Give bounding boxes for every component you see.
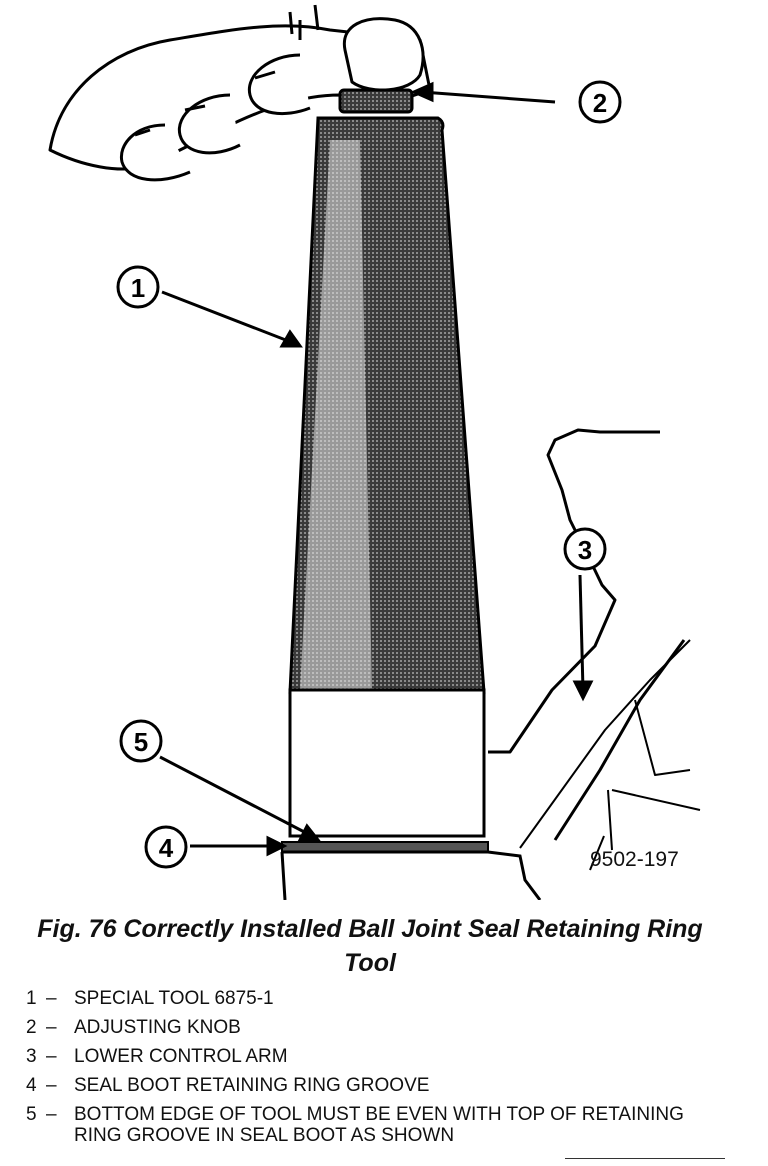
legend-text: SEAL BOOT RETAINING RING GROOVE bbox=[74, 1075, 430, 1096]
legend-number: 2 bbox=[26, 1017, 37, 1038]
seal-boot bbox=[280, 850, 542, 900]
callout-circle-2 bbox=[578, 80, 622, 124]
divider-rule bbox=[565, 1158, 725, 1159]
legend-list: 1 – SPECIAL TOOL 6875-1 2 – ADJUSTING KN… bbox=[26, 988, 714, 1154]
callout-circle-5 bbox=[119, 719, 163, 763]
diagram-illustration: 1 2 3 4 5 bbox=[48, 4, 701, 900]
tool-highlight bbox=[300, 140, 372, 690]
legend-text: SPECIAL TOOL 6875-1 bbox=[74, 988, 274, 1009]
lower-control-arm-drawing bbox=[488, 428, 701, 871]
legend-number: 1 bbox=[26, 988, 37, 1009]
figure-caption: Fig. 76 Correctly Installed Ball Joint S… bbox=[37, 915, 703, 977]
adjusting-knob bbox=[338, 88, 414, 114]
legend-separator: – bbox=[46, 1104, 57, 1125]
tool-lower-band bbox=[288, 688, 486, 838]
leader-lines bbox=[159, 81, 594, 857]
callout-circle-1 bbox=[116, 265, 160, 309]
callout-circle-3 bbox=[563, 527, 607, 571]
legend-item: 2 – ADJUSTING KNOB bbox=[26, 1017, 714, 1038]
legend-separator: – bbox=[46, 988, 57, 1009]
legend-separator: – bbox=[46, 1046, 57, 1067]
legend-text: ADJUSTING KNOB bbox=[74, 1017, 241, 1038]
legend-number: 3 bbox=[26, 1046, 37, 1067]
figure-code: 9502-197 bbox=[590, 848, 679, 871]
callout-label-4: 4 bbox=[159, 833, 174, 863]
legend-text: BOTTOM EDGE OF TOOL MUST BE EVEN WITH TO… bbox=[74, 1104, 684, 1146]
legend-separator: – bbox=[46, 1017, 57, 1038]
hand-drawing bbox=[48, 4, 432, 182]
legend-separator: – bbox=[46, 1075, 57, 1096]
legend-item: 4 – SEAL BOOT RETAINING RING GROOVE bbox=[26, 1075, 714, 1096]
legend-text: LOWER CONTROL ARM bbox=[74, 1046, 288, 1067]
callout-circle-4 bbox=[144, 825, 188, 869]
legend-item: 1 – SPECIAL TOOL 6875-1 bbox=[26, 988, 714, 1009]
callout-label-3: 3 bbox=[578, 535, 592, 565]
legend-number: 5 bbox=[26, 1104, 37, 1125]
legend-item: 5 – BOTTOM EDGE OF TOOL MUST BE EVEN WIT… bbox=[26, 1104, 714, 1146]
legend-item: 3 – LOWER CONTROL ARM bbox=[26, 1046, 714, 1067]
callout-label-2: 2 bbox=[593, 88, 607, 118]
callout-label-5: 5 bbox=[134, 727, 148, 757]
callout-label-1: 1 bbox=[131, 273, 145, 303]
legend-number: 4 bbox=[26, 1075, 37, 1096]
